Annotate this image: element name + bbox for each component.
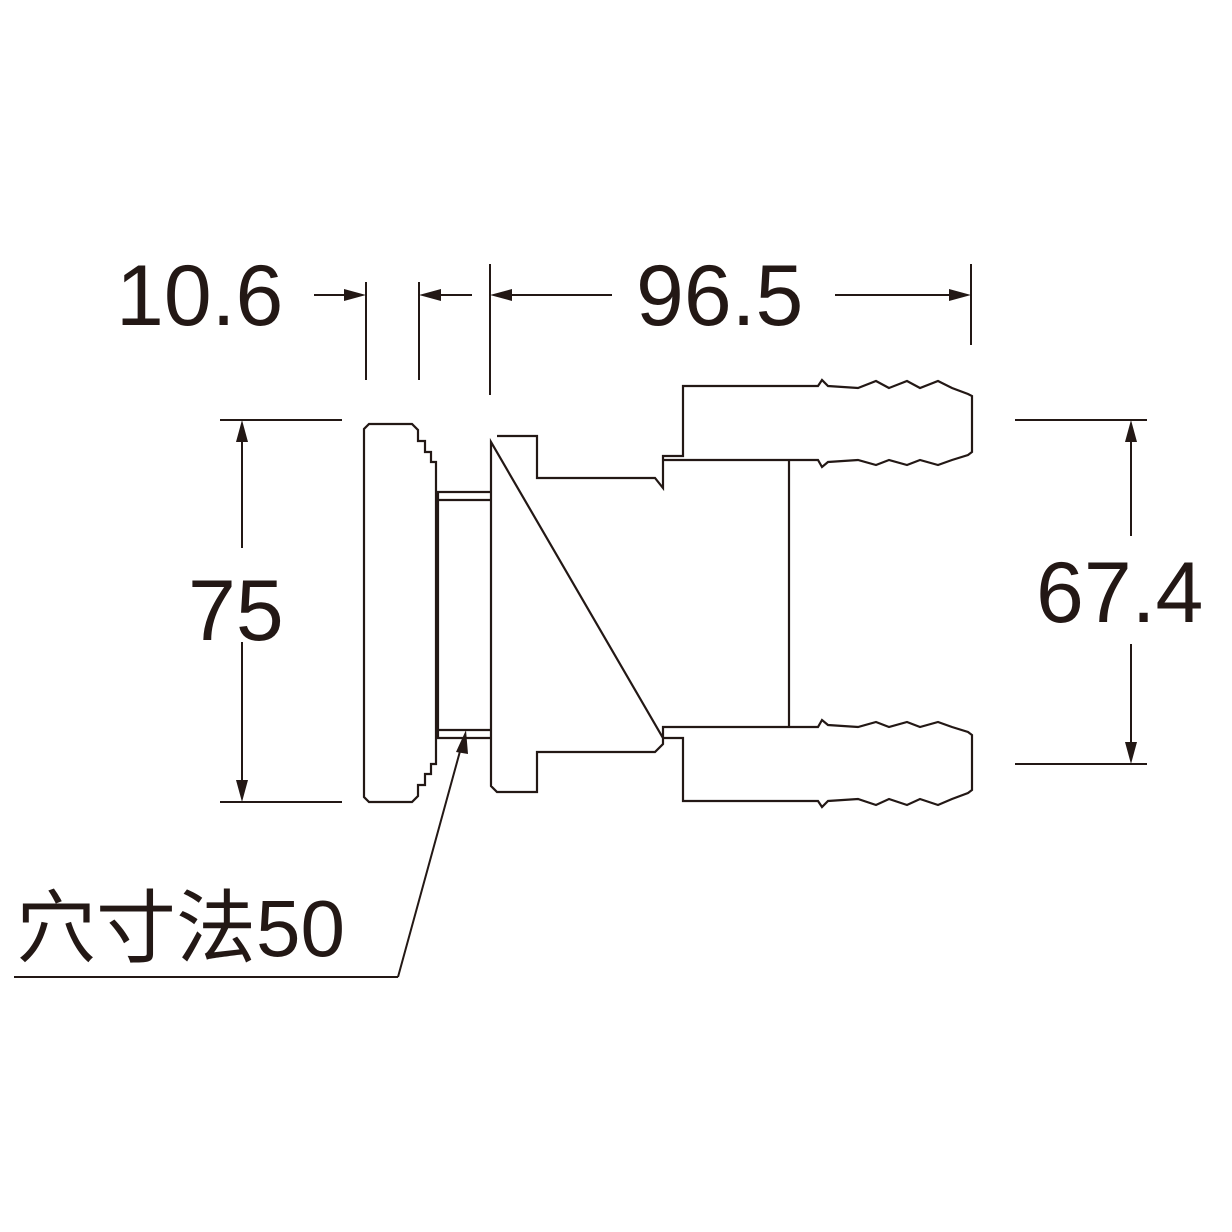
dim-label-flange-thickness: 10.6	[116, 248, 283, 344]
fitting-outline	[362, 378, 974, 809]
dim-flange-thickness: 10.6	[116, 248, 472, 380]
flange-plate	[362, 422, 438, 804]
dim-flange-diameter: 75	[188, 419, 342, 803]
dim-label-flange-diameter: 75	[188, 563, 284, 659]
callout-hole-size: 穴寸法50	[14, 730, 468, 978]
dim-label-body-length: 96.5	[636, 248, 803, 344]
dim-nozzle-pitch: 67.4	[1015, 419, 1203, 765]
sleeve	[436, 490, 491, 740]
dim-label-nozzle-pitch: 67.4	[1036, 545, 1203, 641]
callout-label-hole-size: 穴寸法50	[16, 884, 345, 973]
dim-body-length: 96.5	[489, 248, 972, 395]
main-body	[489, 378, 974, 809]
